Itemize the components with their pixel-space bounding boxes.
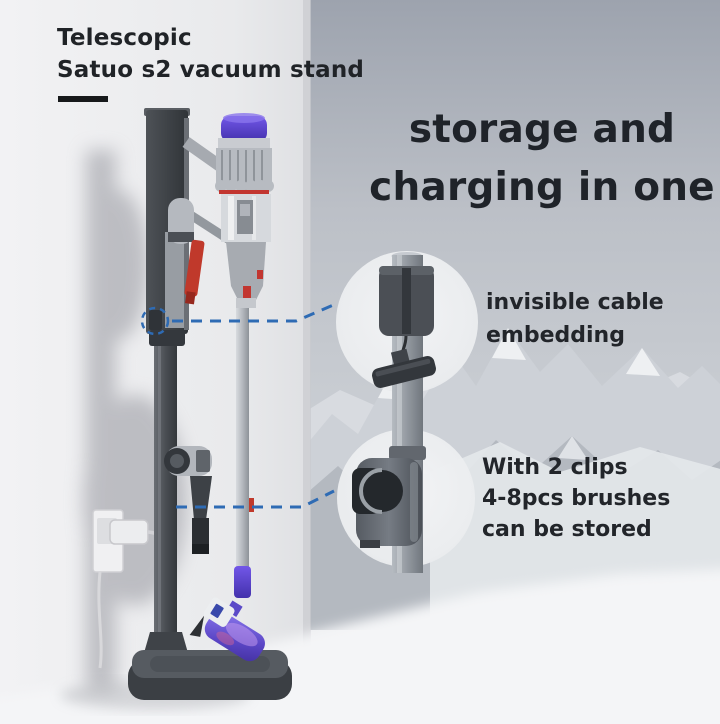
- callout-dash-line-clips: [176, 489, 335, 509]
- stored-brush-tools: [164, 446, 212, 554]
- callout-bubbles: [336, 251, 478, 573]
- feature-note-clips: With 2 clips 4-8pcs brushes can be store…: [482, 452, 670, 545]
- cable-clip: [149, 310, 162, 330]
- cyclone-assembly: [215, 148, 274, 192]
- embedded-plug: [372, 348, 436, 388]
- brush-clip-detail: [352, 446, 426, 548]
- product-title-line2: Satuo s2 vacuum stand: [57, 57, 365, 83]
- hanging-cable: [97, 571, 103, 669]
- feature-note-clips-line2: 4-8pcs brushes: [482, 486, 671, 511]
- feature-note-cable-line2: embedding: [486, 323, 625, 348]
- stand-pole: [154, 326, 177, 642]
- headline-line2: charging in one: [369, 165, 715, 210]
- product-title-line1: Telescopic: [57, 25, 192, 51]
- product-title: Telescopic Satuo s2 vacuum stand: [57, 22, 364, 86]
- charging-dock: [149, 330, 185, 346]
- dust-bin: [221, 194, 271, 242]
- vacuum-wand: [236, 306, 249, 574]
- wall-outlet: [92, 509, 175, 669]
- callout-dash-line-cable: [172, 301, 339, 323]
- feature-note-cable-line1: invisible cable: [486, 290, 664, 315]
- feature-note-clips-line3: can be stored: [482, 517, 652, 542]
- power-plug: [109, 519, 149, 545]
- cable-sleeve-detail: [372, 266, 436, 388]
- headline-line1: storage and: [408, 107, 676, 152]
- wall-corner-edge: [303, 0, 311, 724]
- feature-note-clips-line1: With 2 clips: [482, 455, 628, 480]
- headline: storage and charging in one: [352, 101, 720, 217]
- title-underline: [58, 96, 108, 102]
- vacuum-top-cap: [221, 116, 267, 142]
- motor-body: [226, 242, 266, 300]
- feature-note-cable: invisible cable embedding: [486, 286, 664, 352]
- vacuum-stand: [128, 108, 292, 700]
- wand-collar: [234, 566, 251, 598]
- vacuum-cleaner: [189, 113, 274, 662]
- callout-markers: [140, 301, 339, 509]
- red-crevice-tool: [184, 239, 205, 305]
- callout-circle-marker-cable: [140, 306, 170, 336]
- floor-head: [189, 597, 265, 662]
